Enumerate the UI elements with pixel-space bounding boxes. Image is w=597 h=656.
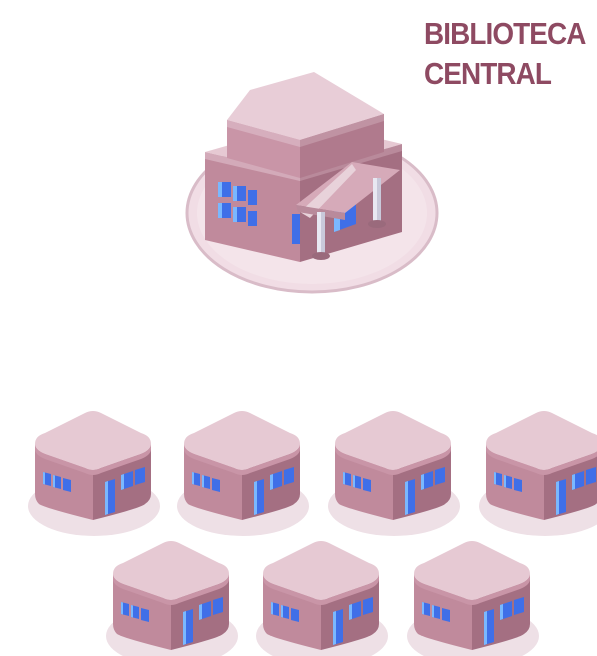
title-line-2: CENTRAL: [424, 54, 577, 94]
central-library-building-icon: [187, 72, 437, 292]
page-title: BIBLIOTECA CENTRAL: [424, 14, 577, 94]
branch-building-icon: [177, 411, 309, 536]
title-line-1: BIBLIOTECA: [424, 14, 577, 54]
branch-building-icon: [28, 411, 160, 536]
branch-building-icon: [106, 541, 238, 656]
branch-building-icon: [407, 541, 539, 656]
branch-building-icon: [256, 541, 388, 656]
branch-building-icon: [479, 411, 597, 536]
branch-building-icon: [328, 411, 460, 536]
